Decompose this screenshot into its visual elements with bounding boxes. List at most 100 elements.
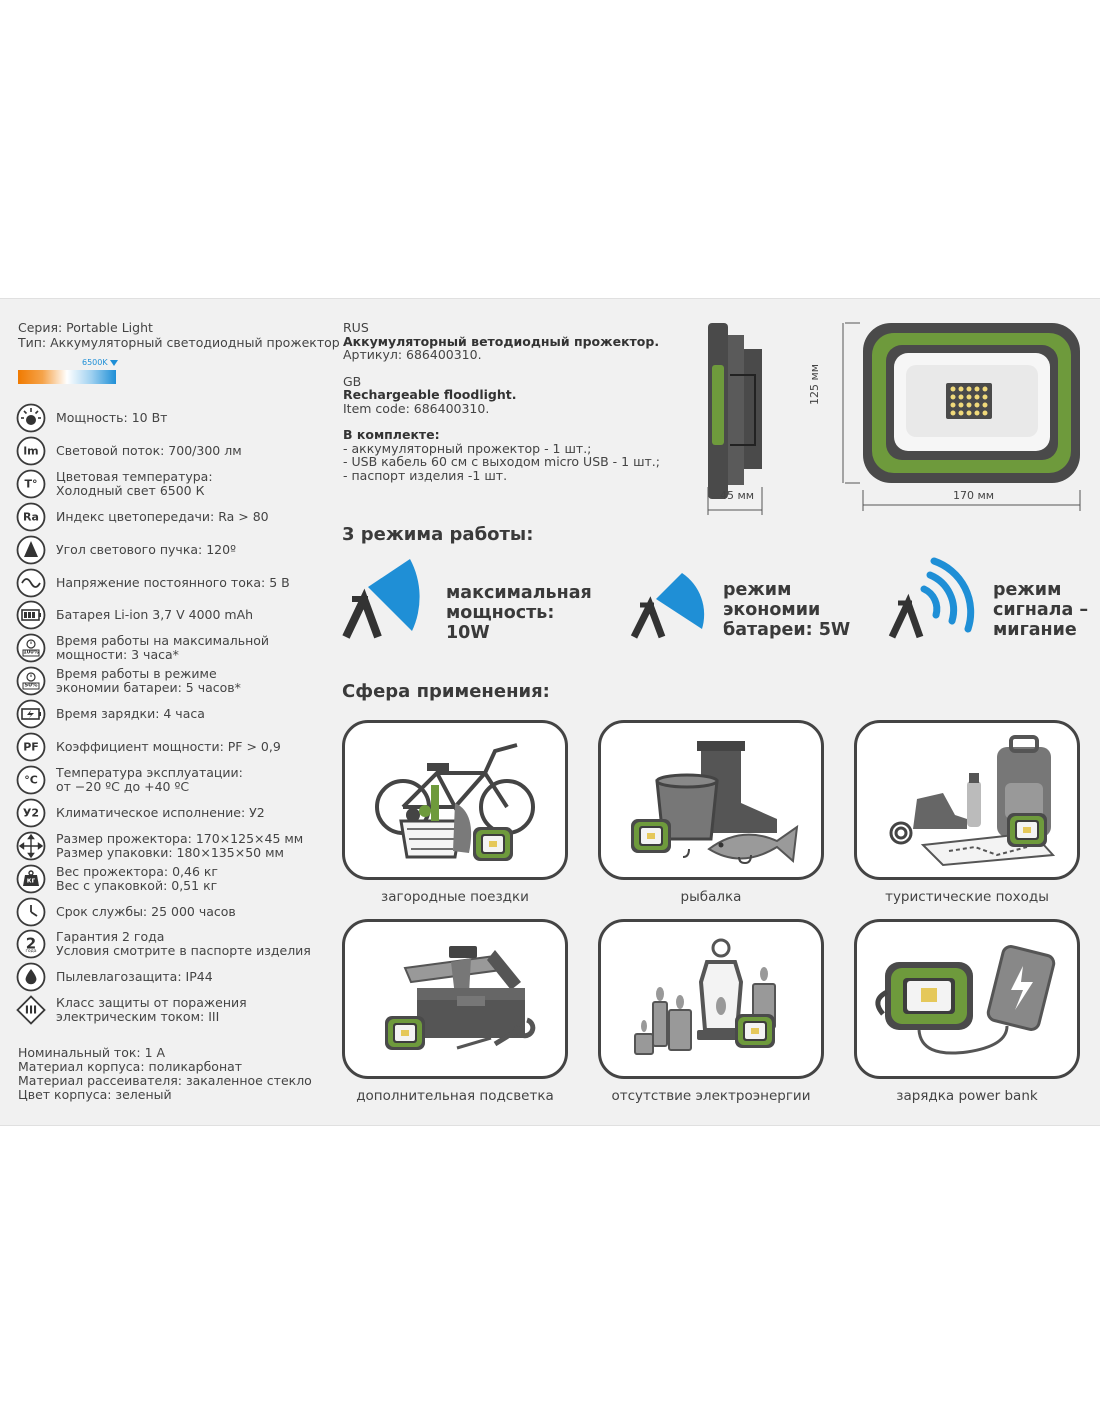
icon-glyph: °C — [24, 773, 38, 787]
climate-icon: У2 — [16, 798, 46, 828]
spec-line: экономии батареи: 5 часов* — [56, 680, 241, 696]
power-factor-icon: PF — [16, 732, 46, 762]
spec-line: Время работы на максимальной — [56, 633, 270, 649]
spec-text: Пылевлагозащита: IP44 — [56, 970, 213, 984]
candles-icon — [634, 938, 776, 1055]
material-info: Номинальный ток: 1 А Материал корпуса: п… — [18, 1046, 312, 1102]
toolbox-icon — [385, 946, 536, 1050]
spec-line: электрическим током: III — [56, 1009, 220, 1025]
icon-glyph: lm — [23, 444, 39, 458]
spec-line: Гарантия 2 года — [56, 929, 165, 945]
mode-line: мигание — [993, 620, 1077, 640]
temperature-icon: °C — [16, 765, 46, 795]
signal-mode-icon — [888, 557, 975, 639]
spec-text: Напряжение постоянного тока: 5 В — [56, 574, 290, 590]
spec-line: от −20 ºС до +40 ºС — [56, 778, 190, 794]
spec-line: Вес прожектора: 0,46 кг — [56, 863, 218, 879]
color-temp-marker-icon — [110, 360, 118, 366]
spec-line: Напряжение постоянного тока: 5 В — [56, 574, 290, 590]
mode-line: 10W — [446, 623, 490, 643]
lifetime-icon — [16, 897, 46, 927]
modes-heading: 3 режима работы: — [342, 524, 534, 545]
mode-line: мощность: — [446, 603, 555, 623]
spec-row: Батарея Li-ion 3,7 V 4000 mAh — [16, 600, 336, 630]
app-card-lighting — [342, 919, 568, 1079]
spec-text: Угол светового пучка: 120º — [56, 542, 236, 557]
spec-row: Время зарядки: 4 часа — [16, 699, 336, 729]
spec-line: Условия смотрите в паспорте изделия — [56, 943, 311, 959]
gb-title: Rechargeable floodlight. — [343, 387, 517, 402]
rus-tag: RUS — [343, 320, 369, 335]
app-label: зарядка power bank — [896, 1088, 1038, 1104]
protection-class-icon: III — [16, 995, 46, 1025]
spec-line: Холодный свет 6500 К — [56, 482, 205, 498]
footer-line: Материал рассеивателя: закаленное стекло — [18, 1073, 312, 1088]
water-drop-icon — [16, 962, 46, 992]
width-dimension: 170 мм — [953, 489, 995, 502]
rus-title: Аккумуляторный ветодиодный прожектор. — [343, 333, 660, 349]
app-label: загородные поездки — [381, 889, 529, 905]
mode-signal: режим сигнала – мигание — [993, 580, 1088, 640]
front-view-drawing — [842, 322, 1081, 511]
color-temp-label: 6500K — [82, 358, 108, 367]
kit-title: В комплекте: — [343, 427, 440, 442]
spec-text: Климатическое исполнение: У2 — [56, 805, 265, 820]
spec-text: Мощность: 10 Вт — [56, 411, 167, 425]
app-card-hiking — [854, 720, 1080, 880]
app-label: отсутствие электроэнергии — [611, 1088, 811, 1104]
spec-line: Индекс цветопередачи: Ra > 80 — [56, 508, 269, 524]
type-label: Тип: Аккумуляторный светодиодный прожект… — [18, 335, 340, 350]
spec-sheet-panel: Серия: Portable Light Тип: Аккумуляторны… — [0, 298, 1100, 1126]
mode-max: максимальная мощность: 10W — [446, 583, 592, 643]
depth-dimension: 45 мм — [720, 489, 755, 502]
spec-row: T°Цветовая температура:Холодный свет 650… — [16, 469, 336, 499]
spec-line: Коэффициент мощности: PF > 0,9 — [56, 739, 281, 754]
series-label: Серия: Portable Light — [18, 320, 153, 335]
app-card-blackout — [598, 919, 824, 1079]
eco-mode-icon — [630, 573, 705, 639]
rus-code: Артикул: 686400310. — [343, 347, 482, 362]
lumen-icon: lm — [16, 436, 46, 466]
spec-line: Время работы в режиме — [56, 666, 217, 682]
footer-line: Цвет корпуса: зеленый — [18, 1087, 172, 1102]
spec-text: Коэффициент мощности: PF > 0,9 — [56, 740, 281, 754]
app-label: туристические походы — [885, 889, 1049, 905]
icon-glyph: 100% — [23, 649, 39, 656]
icon-glyph: PF — [23, 740, 39, 754]
charging-icon — [16, 699, 46, 729]
mode-eco: режим экономии батареи: 5W — [723, 580, 850, 640]
spec-line: Вес с упаковкой: 0,51 кг — [56, 877, 218, 893]
product-drawing — [707, 322, 1081, 515]
spec-row: Пылевлагозащита: IP44 — [16, 962, 336, 992]
kit-item: - USB кабель 60 см с выходом micro USB -… — [343, 454, 660, 469]
app-card-fishing — [598, 720, 824, 880]
icon-glyph: У2 — [22, 806, 40, 820]
height-dimension: 125 мм — [808, 363, 821, 405]
gb-code: Item code: 686400310. — [343, 400, 490, 416]
app-card-powerbank — [854, 919, 1080, 1079]
spec-line: Батарея Li-ion 3,7 V 4000 mAh — [56, 607, 254, 623]
dimensions-icon — [16, 831, 46, 861]
color-temperature-scale — [18, 370, 116, 384]
spec-text: Индекс цветопередачи: Ra > 80 — [56, 508, 269, 524]
mode-line: батареи: 5W — [723, 620, 851, 640]
app-label: рыбалка — [680, 889, 742, 905]
battery-icon — [16, 600, 46, 630]
mode-line: экономии — [723, 600, 821, 620]
spec-line: Срок службы: 25 000 часов — [56, 903, 236, 919]
spec-line: мощности: 3 часа* — [56, 647, 179, 663]
spec-row: Угол светового пучка: 120º — [16, 535, 336, 565]
mode-line: сигнала – — [993, 600, 1089, 620]
